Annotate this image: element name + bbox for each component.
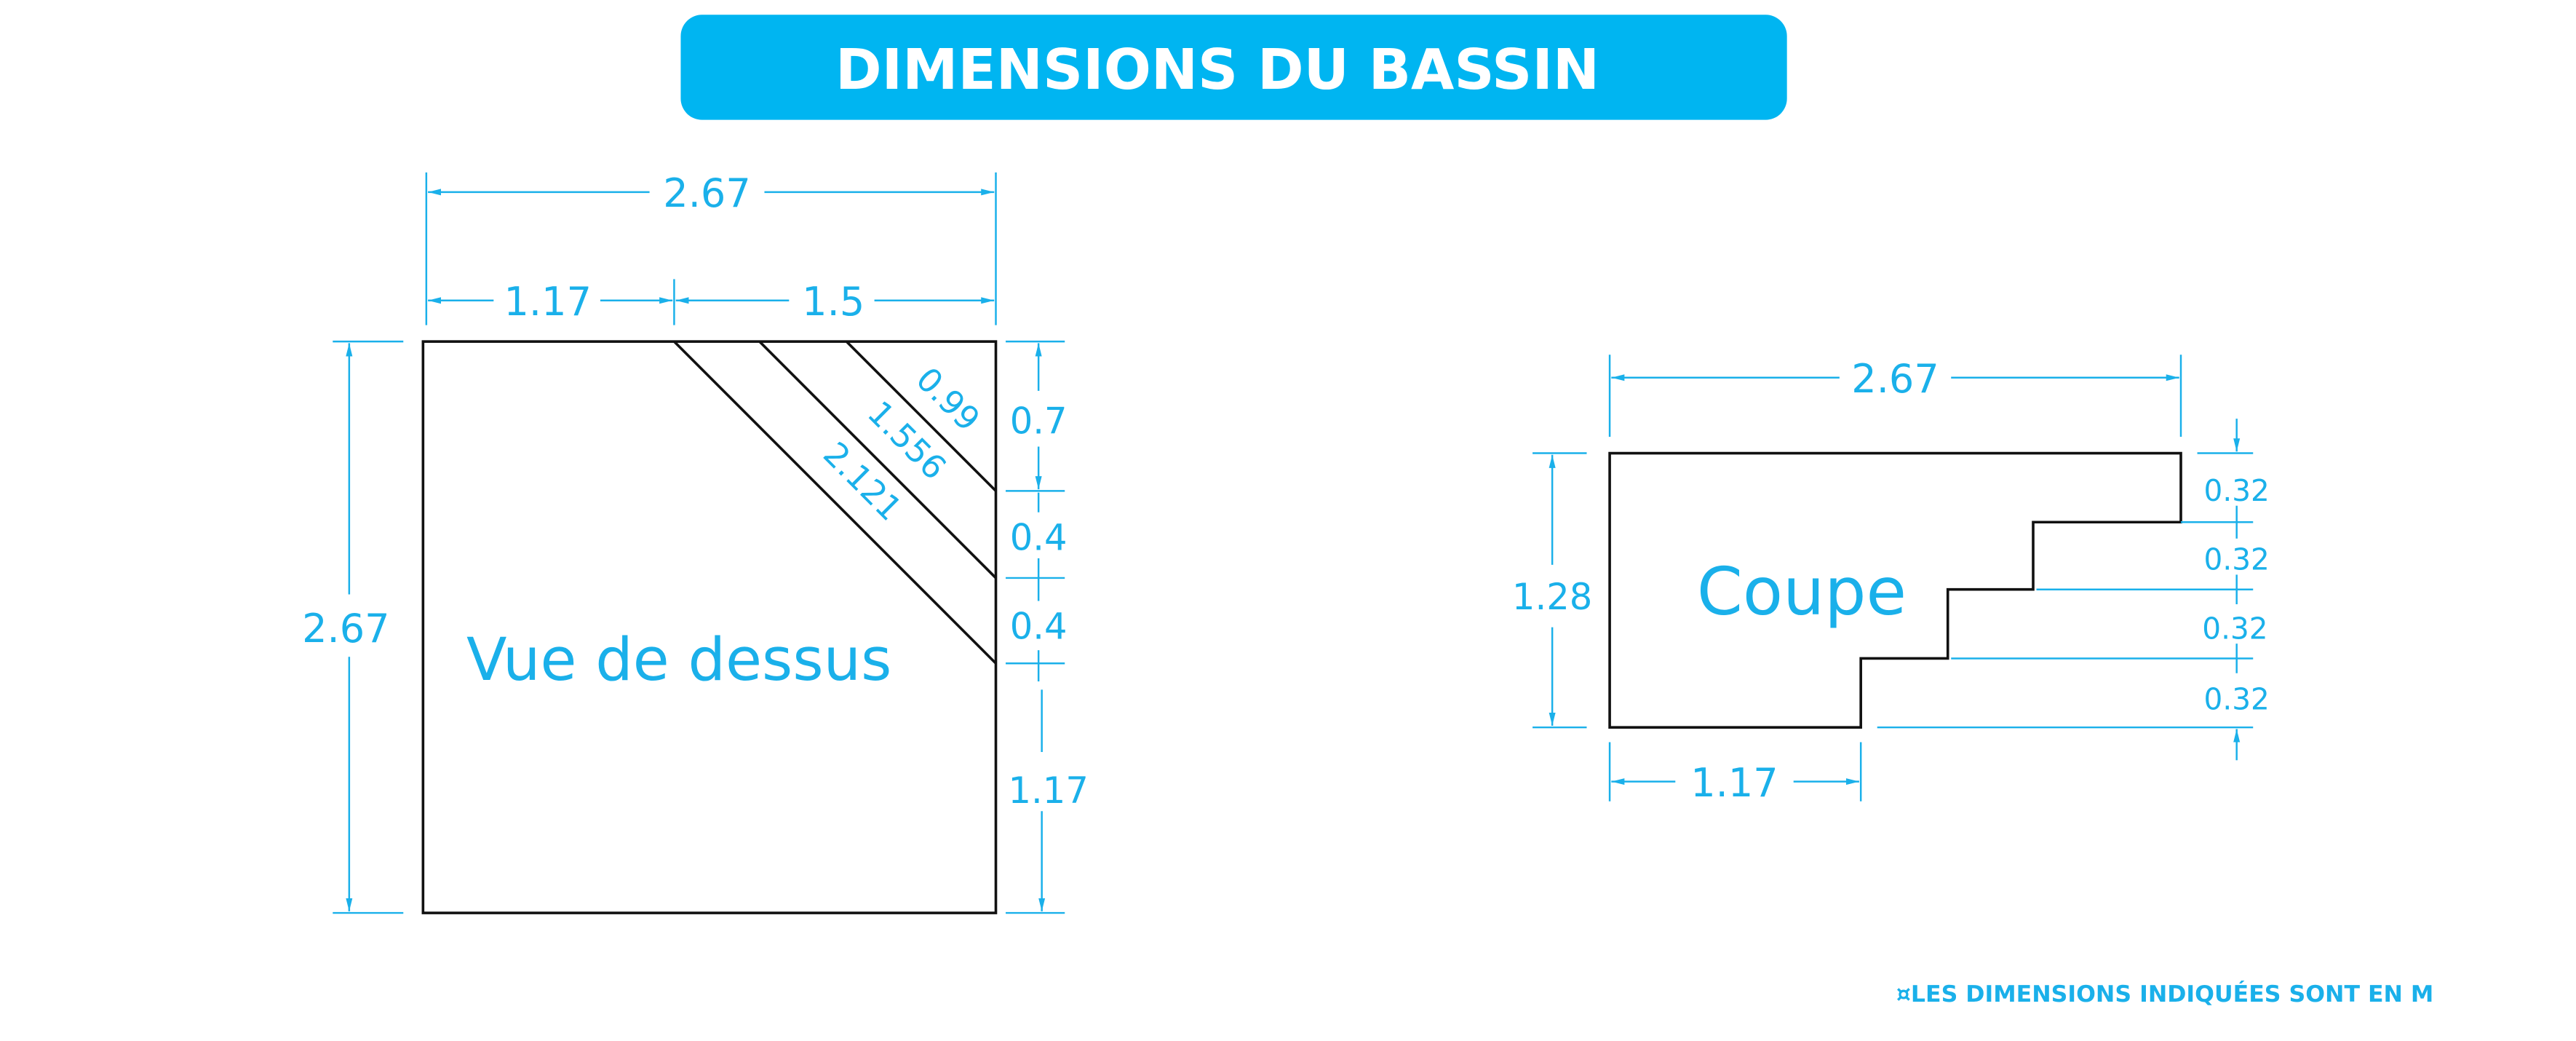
right-segment-label: 0.7 [1010,400,1068,442]
top-right-width-label: 1.5 [802,279,864,325]
section-profile [1608,451,2182,729]
title-banner: DIMENSIONS DU BASSIN [680,15,1787,120]
page-title: DIMENSIONS DU BASSIN [835,38,1599,103]
step-height-label: 0.32 [2204,473,2270,508]
right-segment-label: 0.4 [1010,517,1068,559]
step-height-label: 0.32 [2204,542,2270,577]
step-height-label: 0.32 [2202,611,2267,646]
top-view-outline [421,340,998,914]
section-width-label: 2.67 [1851,356,1939,402]
top-view: 2.67 1.17 1.5 2.67 0.7 0.4 0.4 1.17 0.9 [302,170,1089,914]
top-view-label: Vue de dessus [466,626,891,694]
right-segment-label: 1.17 [1008,769,1088,812]
section-view: 2.67 1.28 1.17 0.32 0.32 0.32 0.32 Coupe [1512,355,2270,806]
section-depth-label: 1.28 [1512,576,1592,618]
step-height-label: 0.32 [2204,681,2270,716]
section-view-label: Coupe [1697,554,1907,630]
top-width-label: 2.67 [663,170,751,216]
units-footnote: ¤LES DIMENSIONS INDIQUÉES SONT EN M [1896,980,2434,1008]
top-left-width-label: 1.17 [504,279,592,325]
section-bottom-width-label: 1.17 [1690,760,1778,806]
top-height-label: 2.67 [302,606,390,652]
step-line-3 [673,340,997,665]
step-line-2 [758,340,997,579]
step-line-1 [845,340,997,492]
right-segment-label: 0.4 [1010,605,1068,647]
